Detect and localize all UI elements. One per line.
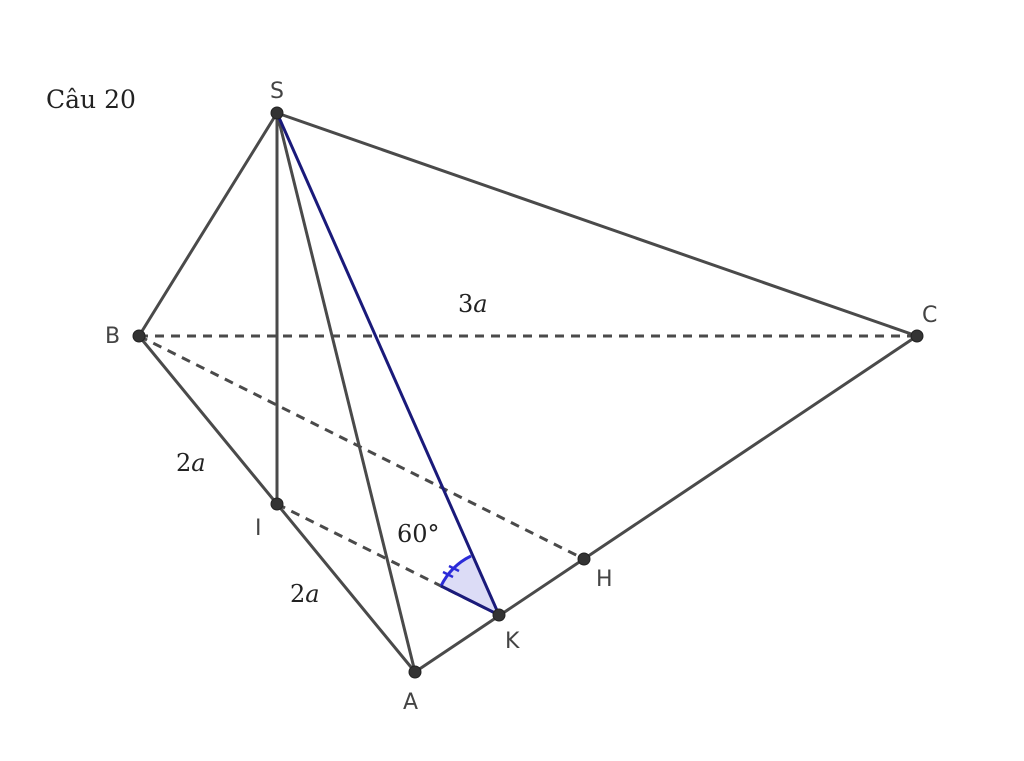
length-var-BC: a [473,290,487,318]
angle-label: 60° [397,520,440,548]
length-coef-IA: 2 [290,580,305,608]
problem-title: Câu 20 [46,85,136,114]
edge-SC [275,111,919,338]
angle-tick-1 [442,570,454,579]
label-I: I [255,516,262,541]
vertex-C [910,329,924,343]
length-coef-BI: 2 [176,449,191,477]
vertex-A [408,665,422,679]
edge-SK [275,112,501,616]
vertex-I [270,497,284,511]
label-K: K [505,629,520,654]
vertex-S [270,106,284,120]
vertex-K [492,608,506,622]
vertex-B [132,329,146,343]
label-A: A [403,690,418,715]
angle-tick-2 [448,564,460,573]
angle-sector-SKI [441,556,499,615]
length-label-IA: 2a [290,580,320,608]
length-label-BC: 3a [458,290,488,318]
vertex-H [577,552,591,566]
length-var-BI: a [191,449,205,477]
angle-edge-KI [440,584,500,617]
length-coef-BC: 3 [458,290,473,318]
label-H: H [596,567,613,592]
edge-AC [413,334,919,674]
label-B: B [105,324,120,349]
length-var-IA: a [305,580,319,608]
edge-SB [137,111,279,338]
edge-BH [138,334,585,561]
label-C: C [922,303,937,328]
label-S: S [270,79,284,104]
length-label-BI: 2a [176,449,206,477]
edge-SA [275,111,417,674]
